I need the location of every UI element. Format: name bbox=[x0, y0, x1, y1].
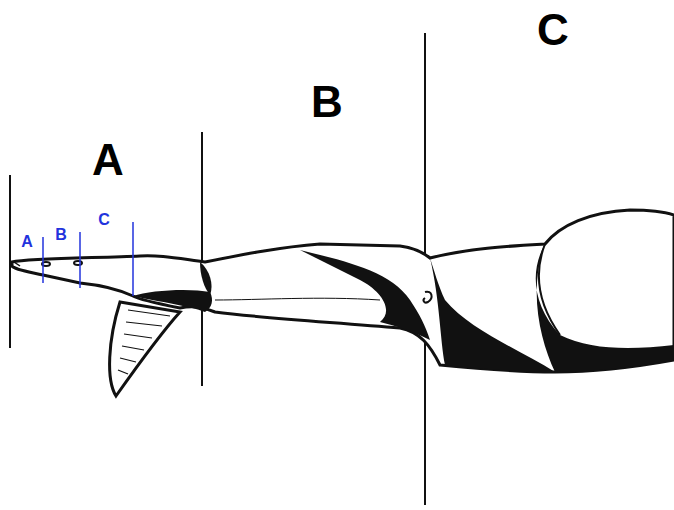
shading bbox=[133, 244, 674, 372]
arm-outline bbox=[12, 210, 674, 372]
thumb bbox=[110, 302, 180, 396]
segment-letter: A bbox=[21, 234, 33, 250]
segment-lines bbox=[43, 222, 133, 296]
detail-lines bbox=[14, 244, 560, 335]
region-letter: C bbox=[537, 8, 569, 52]
segment-letter: B bbox=[55, 227, 67, 243]
region-letter: B bbox=[311, 80, 343, 124]
region-letter: A bbox=[92, 138, 124, 182]
segment-letter: C bbox=[98, 212, 110, 228]
